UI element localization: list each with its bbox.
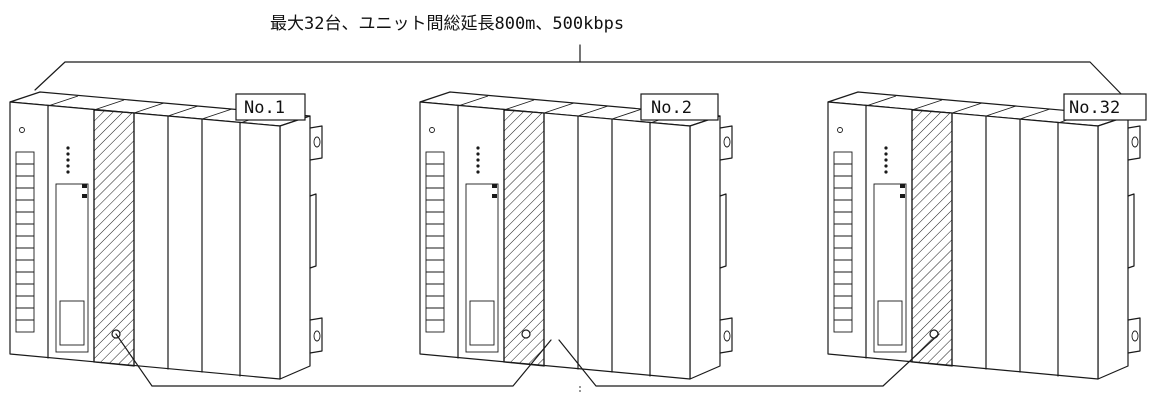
network-caption: 最大32台、ユニット間総延長800m、500kbps: [270, 14, 624, 34]
unit-label-box-32: [1063, 93, 1147, 121]
plc-unit-32: No.32: [827, 91, 1147, 380]
cable-unit2-unit32: [558, 333, 940, 387]
unit-label-box-1: [235, 93, 306, 121]
plc-unit-2: No.2: [419, 91, 733, 380]
span-bracket: [34, 61, 1128, 101]
unit-label-32: No.32: [1069, 98, 1120, 118]
cable-unit1-unit2: [115, 333, 552, 387]
unit-label-1: No.1: [244, 98, 285, 118]
unit-label-box-2: [640, 93, 719, 121]
plc-unit-1: No.1: [9, 91, 323, 380]
unit-label-2: No.2: [651, 98, 692, 118]
